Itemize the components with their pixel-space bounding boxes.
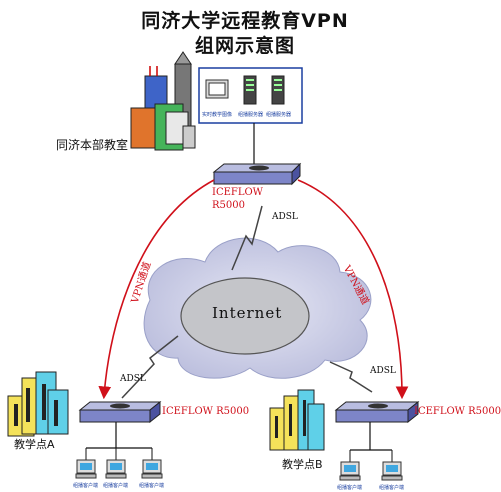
- diagram-canvas: [7, 51, 420, 481]
- vpn-tunnel-right: [297, 179, 409, 400]
- adsl-link-left: [121, 335, 179, 399]
- site-b-buildings: [269, 389, 325, 451]
- hq-router-model-line1: ICEFLOW: [212, 187, 263, 198]
- diagram-subtitle: 组网示意图: [194, 35, 295, 57]
- site-a-label: 教学点A: [14, 438, 55, 451]
- site-b-router-label: ICEFLOW R5000: [414, 406, 501, 417]
- network-diagram: 同济大学远程教育VPN 组网示意图: [7, 10, 501, 491]
- headquarters-router: [212, 162, 302, 186]
- site-a-router: [78, 400, 162, 424]
- site-a-client-label-3: 组播客户端: [139, 483, 165, 489]
- adsl-label-top: ADSL: [272, 212, 298, 222]
- adsl-link-right: [329, 361, 373, 393]
- headquarters-label: 同济本部教室: [56, 138, 129, 152]
- site-a-router-label: ICEFLOW R5000: [162, 406, 250, 417]
- site-a-client-label-2: 组播客户端: [103, 483, 129, 489]
- headquarters-buildings: [130, 51, 196, 151]
- site-a-client-label-1: 组播客户端: [73, 483, 99, 489]
- server-label-3: 组播服务器: [266, 112, 292, 118]
- site-b-client-label-2: 组播客户端: [379, 485, 405, 491]
- server-label-2: 组播服务器: [238, 112, 264, 118]
- site-b-router: [334, 400, 420, 424]
- adsl-label-left: ADSL: [120, 374, 146, 384]
- headquarters-server-panel: [198, 67, 303, 124]
- vpn-tunnel-left: [98, 179, 215, 400]
- server-label-1: 实时教学图像: [202, 112, 233, 118]
- internet-cloud: [143, 237, 372, 379]
- site-a-buildings: [7, 371, 69, 437]
- site-a-client-3: [141, 459, 163, 479]
- hq-router-model-line2: R5000: [212, 200, 245, 211]
- site-b-client-label-1: 组播客户端: [337, 485, 363, 491]
- site-a-client-2: [105, 459, 127, 479]
- diagram-title: 同济大学远程教育VPN: [141, 10, 349, 32]
- internet-label: Internet: [212, 304, 283, 322]
- site-b-client-1: [339, 461, 361, 481]
- site-a-client-1: [75, 459, 97, 479]
- adsl-link-top: [231, 205, 263, 271]
- adsl-label-right: ADSL: [370, 366, 396, 376]
- site-b-label: 教学点B: [282, 458, 323, 471]
- site-b-client-2: [381, 461, 403, 481]
